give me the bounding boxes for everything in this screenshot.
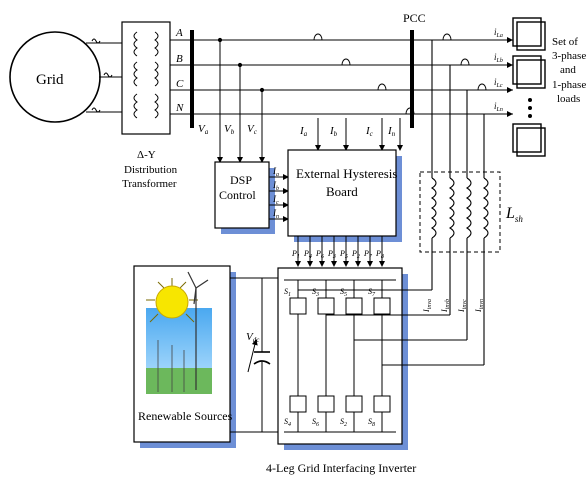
pcc-bus-bar bbox=[410, 30, 414, 128]
dsp-out-a: Ia bbox=[272, 166, 279, 178]
transformer-symbol: Δ-Y bbox=[137, 149, 156, 161]
load-boxes bbox=[512, 17, 546, 157]
load-current-b: iLb bbox=[494, 52, 503, 64]
switch-s7: S7 bbox=[368, 287, 376, 298]
pulse-6: P6 bbox=[315, 249, 324, 260]
pulse-1: P1 bbox=[291, 249, 300, 260]
loads-line-5: loads bbox=[557, 93, 580, 105]
voltage-sense-a: Va bbox=[198, 123, 209, 136]
load-current-arrows bbox=[494, 37, 513, 117]
loads-line-3: and bbox=[560, 64, 576, 76]
renewable-label: Renewable Sources bbox=[138, 409, 233, 423]
inv-current-b: Iinvb bbox=[440, 299, 451, 313]
current-sense-n: In bbox=[387, 125, 396, 138]
renewable-illustration bbox=[146, 271, 212, 394]
transformer-caption-1: Distribution bbox=[124, 164, 178, 176]
pulse-5: P5 bbox=[339, 249, 348, 260]
inverter-box bbox=[277, 267, 403, 445]
voltage-taps bbox=[217, 37, 265, 163]
hysteresis-line-1: External Hysteresis bbox=[296, 166, 397, 181]
inverter-current-labels: Iinva Iinvb Iinvc Iinvn bbox=[422, 299, 485, 313]
current-sense-a: Ia bbox=[299, 125, 308, 138]
pcc-label: PCC bbox=[403, 11, 426, 25]
pulse-8: P8 bbox=[375, 249, 384, 260]
transformer-outputs bbox=[170, 39, 190, 115]
dsp-line-1: DSP bbox=[230, 173, 252, 187]
dsp-output-arrows bbox=[269, 174, 289, 222]
switch-s2: S2 bbox=[340, 417, 347, 428]
grid-feeders bbox=[86, 38, 122, 113]
phase-a-label: A bbox=[175, 27, 183, 39]
sun-icon bbox=[155, 285, 189, 319]
pulse-2: P2 bbox=[351, 249, 360, 260]
current-sense-c: Ic bbox=[365, 125, 374, 138]
hysteresis-box bbox=[287, 149, 397, 237]
switch-s4: S4 bbox=[284, 417, 291, 428]
inv-current-a: Iinva bbox=[422, 299, 433, 313]
pulse-7: P7 bbox=[363, 249, 373, 260]
dsp-box bbox=[214, 161, 270, 229]
load-current-a: iLa bbox=[494, 27, 503, 39]
dsp-out-n: In bbox=[272, 208, 279, 220]
hysteresis-line-2: Board bbox=[326, 184, 358, 199]
vdc-label: Vdc bbox=[246, 331, 260, 344]
transformer-caption-2: Transformer bbox=[122, 178, 177, 190]
switch-symbols-bottom bbox=[289, 395, 391, 413]
pulse-labels: P1 P4 P6 P3 P5 P2 P7 P8 bbox=[291, 249, 384, 260]
inv-current-n: Iinvn bbox=[474, 299, 485, 313]
switch-s5: S5 bbox=[340, 287, 347, 298]
loads-line-2: 3-phase bbox=[552, 50, 586, 62]
inv-current-c: Iinvc bbox=[457, 299, 468, 313]
dsp-line-2: Control bbox=[219, 188, 256, 202]
phase-n-label: N bbox=[175, 102, 184, 114]
switch-s3: S3 bbox=[312, 287, 319, 298]
switch-symbols-top bbox=[289, 297, 391, 315]
inverter-caption: 4-Leg Grid Interfacing Inverter bbox=[266, 461, 416, 475]
dc-link bbox=[230, 277, 282, 433]
transformer-coils bbox=[133, 31, 159, 119]
dsp-out-c: Ic bbox=[272, 194, 279, 206]
load-current-c: iLc bbox=[494, 77, 503, 89]
inductor-coils bbox=[430, 40, 489, 365]
switch-s8: S8 bbox=[368, 417, 375, 428]
transformer-box bbox=[121, 21, 171, 135]
loads-line-4: 1-phase bbox=[552, 79, 586, 91]
phase-c-label: C bbox=[176, 78, 184, 90]
current-sensors bbox=[313, 33, 487, 151]
pulse-3: P3 bbox=[327, 249, 336, 260]
load-current-n: iLn bbox=[494, 101, 503, 113]
inductor-dashed-box bbox=[419, 171, 501, 253]
dsp-out-b: Ib bbox=[272, 180, 279, 192]
phase-b-label: B bbox=[176, 53, 183, 65]
left-bus-bar bbox=[190, 30, 194, 128]
pulse-arrows bbox=[295, 236, 385, 267]
voltage-sense-b: Vb bbox=[224, 123, 235, 136]
voltage-sense-c: Vc bbox=[247, 123, 258, 136]
wind-turbine-icon bbox=[187, 271, 209, 390]
phase-lines bbox=[194, 39, 513, 115]
grid-label: Grid bbox=[36, 72, 64, 88]
current-sense-b: Ib bbox=[329, 125, 338, 138]
loads-line-1: Set of bbox=[552, 36, 578, 48]
switch-s6: S6 bbox=[312, 417, 319, 428]
pulse-4: P4 bbox=[303, 249, 312, 260]
switch-labels: S1 S3 S5 S7 S4 S6 S2 S8 bbox=[284, 287, 376, 428]
switch-s1: S1 bbox=[284, 287, 291, 298]
inductor-label: Lsh bbox=[505, 205, 523, 224]
